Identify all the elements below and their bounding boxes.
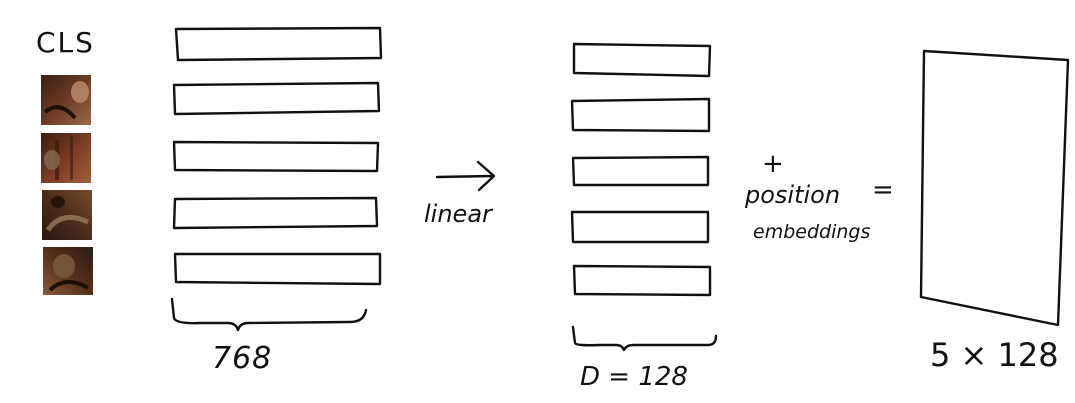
- input-token-box-4: [173, 252, 382, 286]
- projected-token-box-2: [571, 155, 710, 187]
- output-dim-brace: [571, 325, 718, 352]
- result-matrix: [919, 49, 1070, 327]
- input-token-box-1: [172, 81, 381, 116]
- projected-token-box-3: [570, 210, 710, 244]
- projected-token-box-cls: [572, 42, 712, 78]
- projected-token-vectors: [570, 42, 712, 297]
- result-dim-label: 5 × 128: [930, 336, 1059, 374]
- patch-image-1: [41, 75, 91, 125]
- input-token-vectors: [172, 26, 383, 286]
- projected-token-box-4: [572, 264, 712, 297]
- input-token-box-3: [172, 196, 379, 230]
- input-dim-brace: [170, 297, 368, 332]
- patch-thumbnails: [41, 75, 93, 295]
- plus-sign: +: [762, 149, 784, 179]
- embeddings-label: embeddings: [753, 221, 870, 243]
- equals-sign: =: [872, 175, 894, 205]
- patch-image-4: [43, 247, 93, 295]
- input-token-box-cls: [174, 26, 383, 62]
- patch-image-2: [41, 133, 91, 183]
- position-label: position: [744, 181, 840, 209]
- projected-token-box-1: [570, 97, 711, 133]
- arrow-icon: [435, 160, 496, 192]
- cls-label: CLS: [36, 26, 95, 59]
- output-dim-label: D = 128: [580, 362, 688, 392]
- input-dim-label: 768: [212, 341, 272, 376]
- linear-label: linear: [424, 200, 494, 228]
- input-token-box-2: [172, 140, 380, 173]
- patch-image-3: [42, 190, 92, 240]
